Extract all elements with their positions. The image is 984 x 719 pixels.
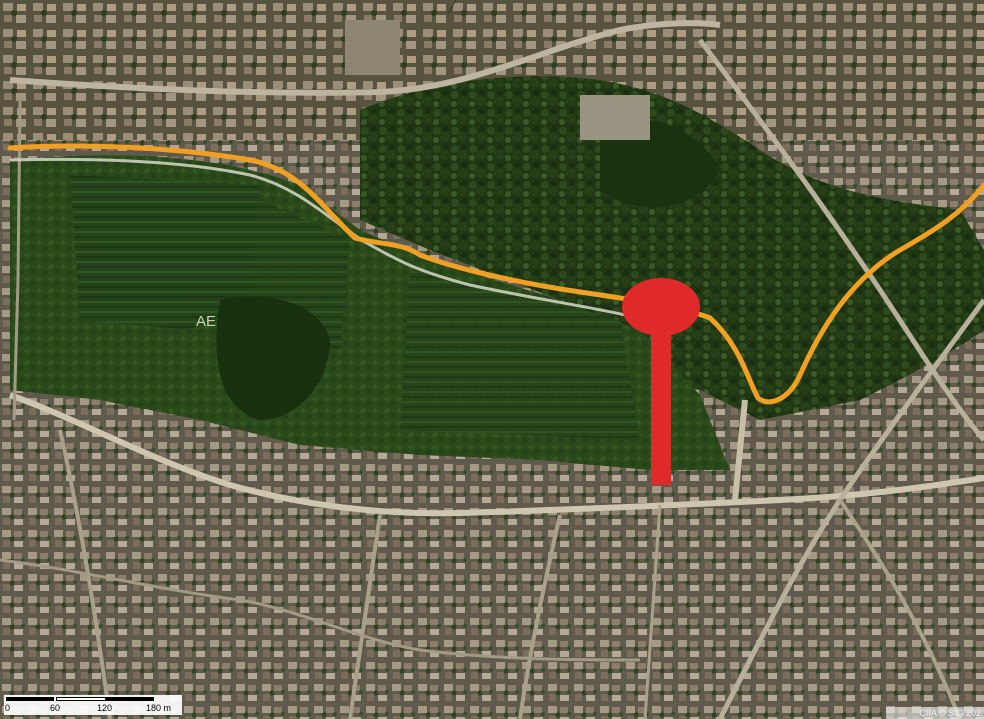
scale-label-180: 180 m	[146, 703, 172, 713]
road-s1	[348, 514, 382, 719]
road-sw	[58, 429, 112, 719]
map-attribution: CIIA © SIG 202	[886, 707, 984, 719]
scale-label-120: 120	[97, 703, 113, 713]
parcel-label: AE	[196, 313, 216, 330]
road-s2	[518, 514, 562, 719]
leader-line	[447, 0, 457, 15]
road-east-vertical	[732, 399, 748, 501]
marker-head[interactable]	[622, 278, 700, 336]
vineyard-west	[70, 175, 260, 330]
scale-segment-2	[56, 697, 106, 701]
road-sw2	[0, 558, 641, 662]
road-south-diag	[838, 498, 962, 719]
scale-segment-1	[6, 697, 54, 701]
building-block	[580, 95, 650, 140]
building-block-2	[345, 20, 400, 75]
southern-road	[8, 392, 984, 517]
scale-bar: 0 60 120 180 m	[4, 695, 182, 715]
orange-route	[7, 143, 984, 405]
northern-road	[9, 20, 721, 96]
scale-label-0: 0	[5, 703, 11, 713]
scale-segment-3	[106, 697, 154, 701]
forest-north	[360, 76, 984, 420]
marker-stem[interactable]	[651, 335, 671, 485]
tree-cluster	[216, 296, 330, 420]
scale-label-60: 60	[50, 703, 61, 713]
vineyard-east	[400, 270, 640, 440]
road-s3	[643, 504, 662, 719]
